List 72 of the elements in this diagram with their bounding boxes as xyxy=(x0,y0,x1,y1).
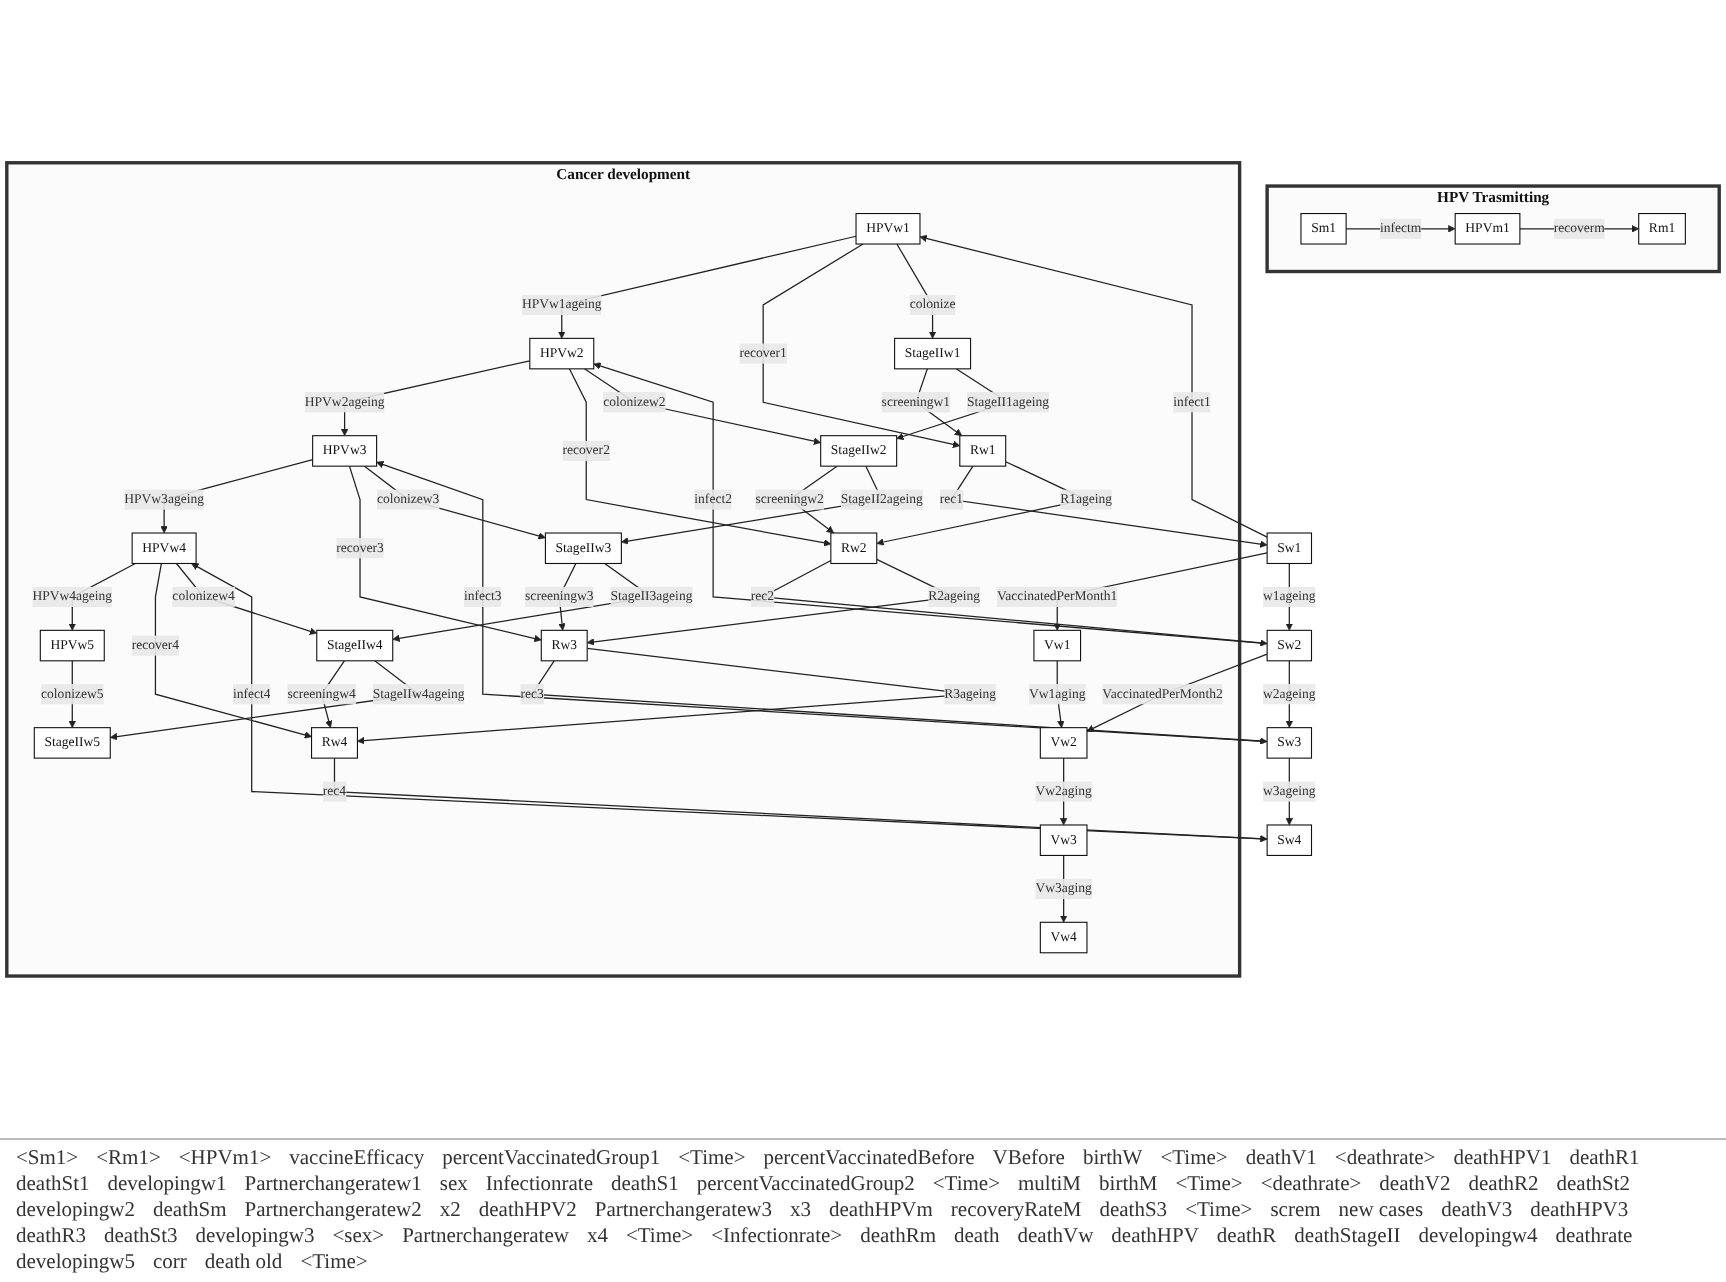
variable-label: deathrate xyxy=(1555,1226,1633,1248)
variable-label: deathR3 xyxy=(16,1226,86,1248)
variable-label: multiM xyxy=(1018,1174,1082,1196)
variable-label: sex xyxy=(439,1174,468,1196)
variable-label: percentVaccinatedBefore xyxy=(763,1148,975,1170)
variable-label: recoveryRateM xyxy=(950,1200,1082,1222)
variable-label: developingw2 xyxy=(16,1200,135,1222)
variable-label: <Infectionrate> xyxy=(711,1226,843,1248)
variable-label: deathStageII xyxy=(1294,1226,1401,1248)
variable-label: Infectionrate xyxy=(485,1174,594,1196)
variable-label: percentVaccinatedGroup1 xyxy=(442,1148,661,1170)
arrow xyxy=(919,234,1268,538)
variable-label: Partnerchangeratew3 xyxy=(594,1200,772,1222)
variable-label: deathSt1 xyxy=(16,1174,90,1196)
arrow xyxy=(348,465,542,642)
variable-label: x4 xyxy=(586,1226,608,1248)
variable-label: VBefore xyxy=(992,1148,1065,1170)
variable-label: Partnerchangeratew xyxy=(402,1226,569,1248)
variable-label: <Time> xyxy=(625,1226,694,1248)
variable-label: <Rm1> xyxy=(96,1148,161,1170)
variable-label: corr xyxy=(153,1252,187,1274)
variable-label: <Time> xyxy=(932,1174,1001,1196)
variable-label: deathV2 xyxy=(1379,1174,1451,1196)
variable-label: <Time> xyxy=(1185,1200,1253,1222)
variable-label: developingw4 xyxy=(1418,1226,1538,1248)
variable-label: <Sm1> xyxy=(16,1148,79,1170)
variable-label: developingw5 xyxy=(16,1252,135,1274)
variable-label: x2 xyxy=(439,1200,461,1222)
variable-label: deathV1 xyxy=(1245,1148,1317,1170)
variable-label: developingw3 xyxy=(195,1226,315,1248)
arrow xyxy=(583,367,821,445)
variable-label: deathSt2 xyxy=(1556,1174,1630,1196)
variable-label: death old xyxy=(204,1252,283,1274)
variable-label: vaccineEfficacy xyxy=(289,1148,425,1170)
arrow xyxy=(1086,653,1268,732)
variable-label: deathHPV1 xyxy=(1453,1148,1552,1170)
variable-label: new cases xyxy=(1338,1200,1424,1222)
variable-label: developingw1 xyxy=(107,1174,227,1196)
variable-label: <sex> xyxy=(332,1226,385,1248)
variable-label: deathHPVm xyxy=(829,1200,933,1222)
variable-label: deathS1 xyxy=(611,1174,679,1196)
variable-label: percentVaccinatedGroup2 xyxy=(696,1174,915,1196)
variable-label: <deathrate> xyxy=(1334,1148,1436,1170)
variable-label: deathR1 xyxy=(1569,1148,1640,1170)
variable-label: deathR2 xyxy=(1468,1174,1539,1196)
variable-label: Partnerchangeratew2 xyxy=(244,1200,422,1222)
variable-label: x3 xyxy=(790,1200,811,1222)
variable-label: screm xyxy=(1270,1200,1321,1222)
variable-label: deathV3 xyxy=(1441,1200,1513,1222)
variable-label: <HPVm1> xyxy=(178,1148,272,1170)
variable-label: deathHPV2 xyxy=(478,1200,577,1222)
variable-label: <Time> xyxy=(678,1148,746,1170)
variable-label: <Time> xyxy=(300,1252,368,1274)
arrow xyxy=(568,367,832,547)
variable-label: birthW xyxy=(1082,1148,1143,1170)
variable-label: Partnerchangeratew1 xyxy=(244,1174,422,1196)
variable-label: <Time> xyxy=(1160,1148,1228,1170)
variable-label: death xyxy=(954,1226,1000,1248)
variable-label: deathSt3 xyxy=(104,1226,178,1248)
variable-label: deathRm xyxy=(860,1226,937,1248)
variable-label: deathHPV xyxy=(1111,1226,1199,1248)
variable-label: <deathrate> xyxy=(1260,1174,1362,1196)
variable-label: <Time> xyxy=(1175,1174,1243,1196)
arrow xyxy=(154,562,312,739)
variable-label: deathR xyxy=(1216,1226,1277,1248)
variable-label: deathS3 xyxy=(1099,1200,1168,1222)
variable-label: deathHPV3 xyxy=(1530,1200,1629,1222)
variable-label: deathVw xyxy=(1017,1226,1094,1248)
variable-label: birthM xyxy=(1099,1174,1158,1196)
arrow xyxy=(363,465,546,540)
arrow xyxy=(896,242,937,339)
variable-label: deathSm xyxy=(153,1200,227,1222)
